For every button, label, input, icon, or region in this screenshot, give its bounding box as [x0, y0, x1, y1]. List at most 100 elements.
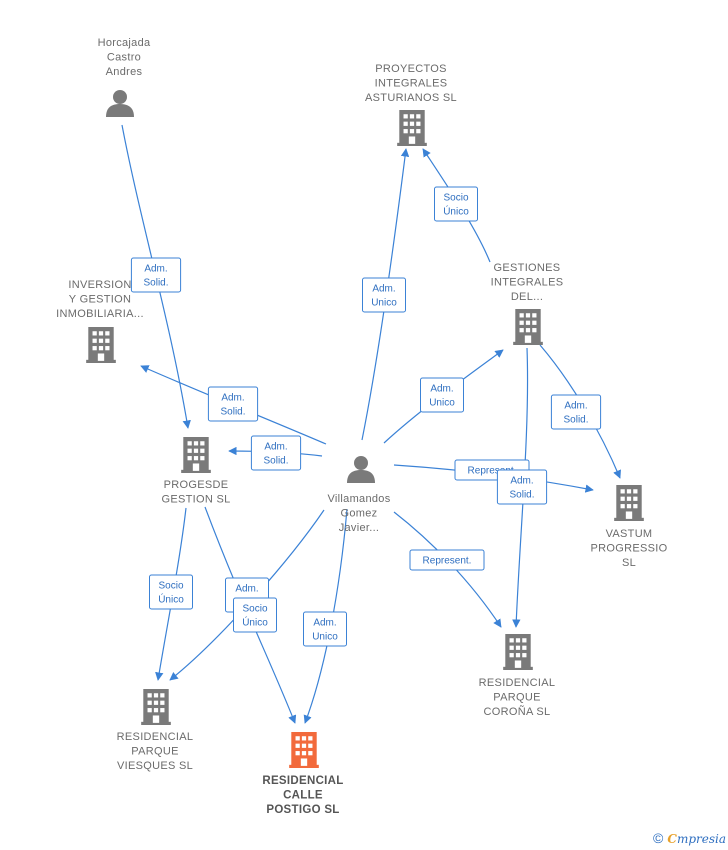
- edge-label-text: Unico: [312, 632, 338, 643]
- node-postigo[interactable]: RESIDENCIAL CALLE POSTIGO SL: [262, 732, 343, 816]
- edge-label[interactable]: Adm. Solid.: [250, 435, 302, 471]
- node-label-line: Castro: [107, 52, 141, 64]
- building-icon: [181, 437, 211, 473]
- edge-label-box: [550, 394, 602, 430]
- edge-label-text: Adm.: [430, 384, 453, 395]
- node-label-line: DEL...: [511, 291, 543, 303]
- brand-name: mpresia: [676, 832, 726, 846]
- edge-label-box: [409, 549, 485, 571]
- node-label-line: Gomez: [341, 508, 378, 520]
- edge-label[interactable]: Represent.: [409, 549, 485, 571]
- node-label-line: INVERSION: [68, 279, 131, 291]
- node-inversion[interactable]: INVERSION Y GESTION INMOBILIARIA...: [56, 279, 144, 363]
- footer-brand[interactable]: ©Cmpresia: [653, 830, 726, 846]
- edge-label-box: [434, 186, 478, 222]
- edge-label-text: Adm.: [372, 284, 395, 295]
- edge-label-text: Adm.: [313, 618, 336, 629]
- edge-label-box: [149, 574, 193, 610]
- edge-label-text: Solid.: [220, 407, 245, 418]
- person-icon: [106, 90, 134, 117]
- edge-label-box: [303, 611, 347, 647]
- node-villamandos[interactable]: VillamandosGomezJavier...: [327, 456, 390, 534]
- node-vastum[interactable]: VASTUM PROGRESSIO SL: [591, 485, 668, 569]
- edge-label-box: [233, 597, 277, 633]
- node-label-line: RESIDENCIAL: [262, 775, 343, 787]
- edge-label[interactable]: Adm. Solid.: [207, 386, 259, 422]
- edge-label-text: Unico: [371, 298, 397, 309]
- edge-label-text: Adm.: [235, 584, 258, 595]
- edge-label[interactable]: Adm. Solid.: [550, 394, 602, 430]
- edge-label-text: Solid.: [509, 490, 534, 501]
- node-label-line: PROGESDE: [164, 479, 229, 491]
- edge-label[interactable]: Adm. Unico: [303, 611, 347, 647]
- edge-label-box: [130, 257, 182, 293]
- node-proyectos[interactable]: PROYECTOS INTEGRALES ASTURIANOS SL: [365, 63, 457, 146]
- node-label-line: RESIDENCIAL: [479, 677, 556, 689]
- building-icon: [513, 309, 543, 345]
- edge-label-text: Socio: [242, 604, 267, 615]
- node-label-line: PARQUE: [131, 746, 178, 758]
- node-label-line: INTEGRALES: [491, 277, 564, 289]
- node-label-line: PROYECTOS: [375, 63, 447, 75]
- node-label-line: Javier...: [339, 522, 380, 534]
- node-label-line: VIESQUES SL: [117, 760, 193, 772]
- edge-label-box: [496, 469, 548, 505]
- edge-labels: Adm.Solid.Adm.Solid.Adm.Solid.Adm.UnicoS…: [130, 186, 602, 647]
- node-gestiones[interactable]: GESTIONES INTEGRALES DEL...: [491, 262, 564, 345]
- edge-label-text: Socio: [443, 193, 468, 204]
- edge-label-box: [250, 435, 302, 471]
- node-label-line: VASTUM: [606, 528, 653, 540]
- edge-label-text: Único: [242, 616, 268, 629]
- edge-label-text: Represent.: [423, 556, 472, 567]
- node-label-line: POSTIGO SL: [266, 804, 339, 816]
- node-label-line: PROGRESSIO: [591, 543, 668, 555]
- brand-initial: C: [667, 832, 677, 846]
- edge-label-text: Adm.: [221, 393, 244, 404]
- node-viesques[interactable]: RESIDENCIAL PARQUE VIESQUES SL: [117, 689, 194, 772]
- node-label-line: SL: [622, 557, 636, 569]
- node-label-line: GESTION SL: [161, 494, 230, 506]
- node-label-line: ASTURIANOS SL: [365, 92, 457, 104]
- node-label-line: RESIDENCIAL: [117, 731, 194, 743]
- edge-label-text: Represent.: [468, 466, 517, 477]
- edge-label[interactable]: Adm. Unico: [362, 277, 406, 313]
- node-label-line: CALLE: [283, 790, 323, 802]
- node-label-line: INTEGRALES: [375, 78, 448, 90]
- edge-label[interactable]: Adm. Unico: [420, 377, 464, 413]
- edge-label-text: Unico: [429, 398, 455, 409]
- edge-label-text: Único: [443, 205, 469, 218]
- node-progesde[interactable]: PROGESDE GESTION SL: [161, 437, 230, 506]
- person-icon: [347, 456, 375, 483]
- node-label-line: COROÑA SL: [484, 705, 551, 718]
- edge-label-text: Adm.: [510, 476, 533, 487]
- edge-label[interactable]: Adm. Solid.: [130, 257, 182, 293]
- building-icon: [397, 110, 427, 146]
- edge-label-text: Adm.: [564, 401, 587, 412]
- node-label-line: Y GESTION: [69, 294, 131, 306]
- edges: [121, 124, 621, 724]
- node-label-line: Villamandos: [327, 493, 390, 505]
- edge-label[interactable]: Adm. Solid.: [496, 469, 548, 505]
- edge-label-box: [420, 377, 464, 413]
- edge-label-text: Solid.: [143, 278, 168, 289]
- node-label-line: PARQUE: [493, 692, 540, 704]
- node-label-line: GESTIONES: [494, 262, 561, 274]
- node-label-line: Andres: [106, 66, 143, 78]
- edge-label-box: [207, 386, 259, 422]
- building-icon: [614, 485, 644, 521]
- node-label-line: INMOBILIARIA...: [56, 308, 144, 320]
- edge-label-text: Solid.: [263, 456, 288, 467]
- edge-label-text: Adm.: [144, 264, 167, 275]
- edge-label-text: Adm.: [264, 442, 287, 453]
- node-label-line: Horcajada: [98, 37, 151, 49]
- edge-label-text: Solid.: [563, 415, 588, 426]
- edge-label-text: Socio: [158, 581, 183, 592]
- edge-label-text: Único: [158, 593, 184, 606]
